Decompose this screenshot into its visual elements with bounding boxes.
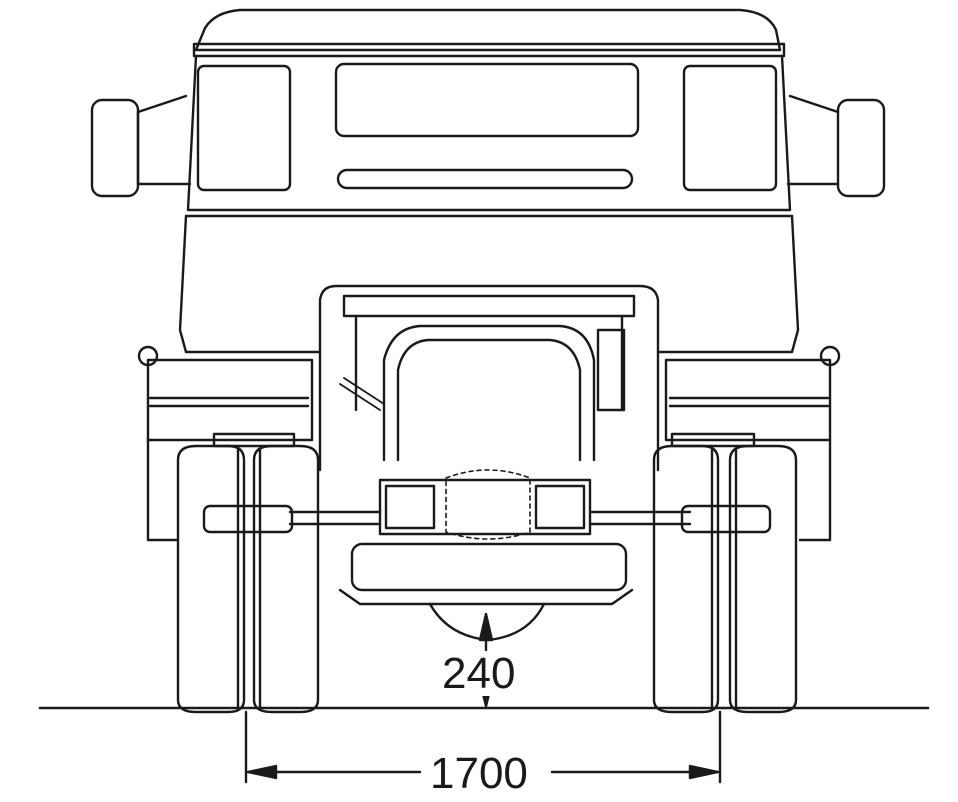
differential (378, 469, 592, 540)
chassis-frame (318, 294, 660, 472)
track-dimension (244, 710, 722, 784)
cab-lower-body (178, 214, 800, 354)
left-mirror (90, 94, 192, 198)
ground-clearance-label: 240 (438, 652, 520, 696)
cab-upper-body (186, 54, 792, 212)
roof-rim (192, 42, 786, 58)
right-window (682, 64, 778, 192)
right-dual-wheels (652, 432, 798, 714)
right-mudguard (664, 345, 841, 542)
rear-window (334, 62, 640, 138)
right-mirror (786, 94, 886, 198)
track-width-label: 1700 (426, 752, 532, 796)
rear-slot (336, 168, 634, 190)
left-mudguard (137, 345, 314, 542)
left-window (196, 64, 292, 192)
cab-roof (194, 8, 782, 52)
rear-axle (202, 504, 772, 534)
left-dual-wheels (176, 432, 320, 714)
